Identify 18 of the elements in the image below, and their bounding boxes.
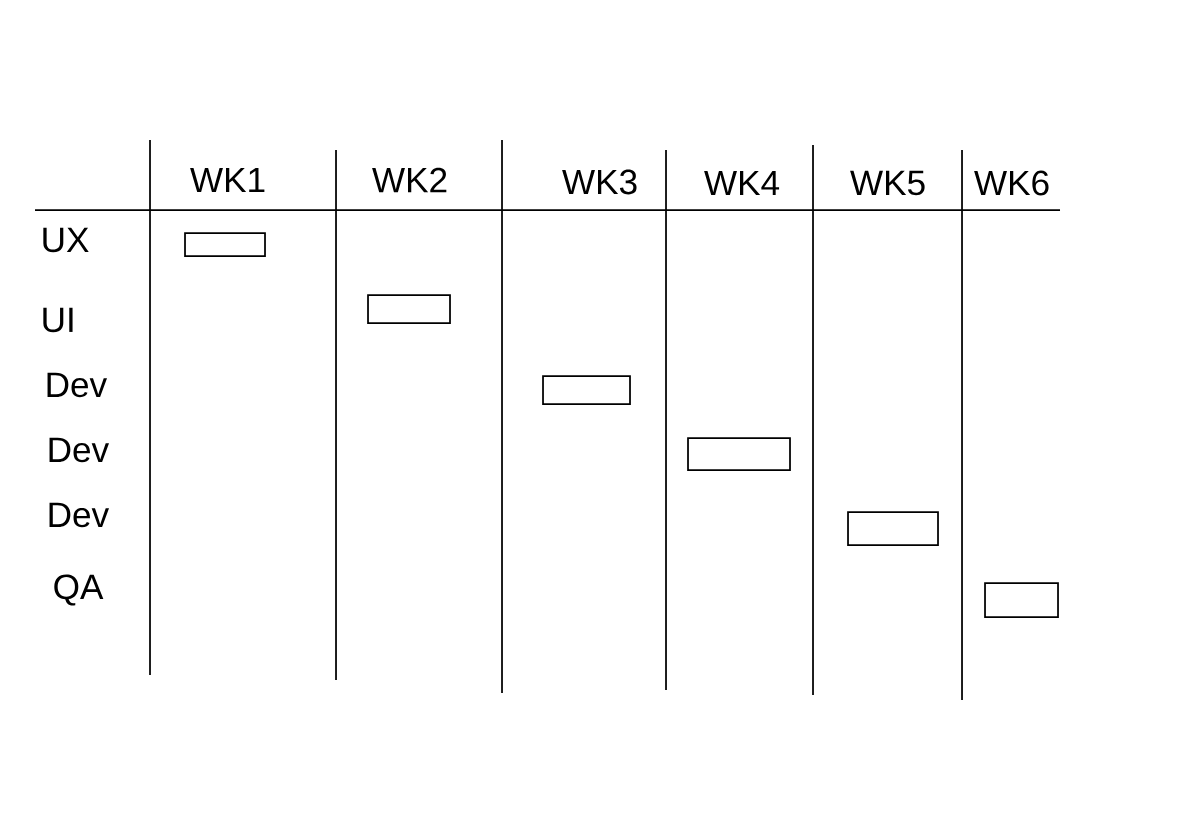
column-header: WK4 xyxy=(704,170,780,196)
task-bar xyxy=(847,511,939,546)
column-header: WK1 xyxy=(190,167,265,193)
column-header: WK3 xyxy=(562,169,637,195)
column-header: WK5 xyxy=(850,170,925,196)
row-label: UX xyxy=(43,227,89,253)
row-label: QA xyxy=(54,574,104,606)
row-label: Dev xyxy=(49,437,109,463)
task-bar xyxy=(367,294,451,324)
column-header: WK2 xyxy=(372,167,447,193)
task-bar xyxy=(984,582,1059,618)
row-label: Dev xyxy=(49,502,109,528)
column-header: WK6 xyxy=(974,170,1049,196)
row-label: Dev xyxy=(47,372,107,398)
task-bar xyxy=(542,375,631,405)
row-label: UI xyxy=(43,307,73,333)
task-bar xyxy=(184,232,266,257)
task-bar xyxy=(687,437,791,471)
